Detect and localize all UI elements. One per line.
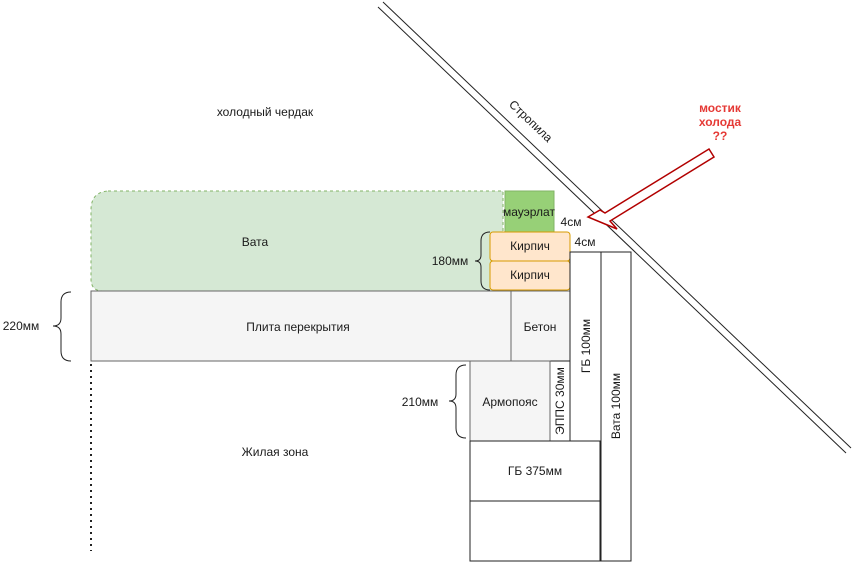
gap-label-upper: 4см (561, 215, 582, 229)
cold-bridge-label-line1: мостик (699, 101, 742, 115)
wool-label: Вата (242, 235, 269, 249)
cold-attic-label: холодный чердак (217, 105, 314, 119)
brace-180 (474, 231, 491, 291)
gas-block-375-upper (469, 440, 601, 502)
gas-block-375-label: ГБ 375мм (508, 464, 562, 478)
dimension-220-label: 220мм (3, 319, 40, 333)
rafter-line (377, 1, 852, 454)
rafter-label: Стропила (506, 97, 555, 145)
epps-30-label: ЭППС 30мм (553, 367, 567, 435)
concrete-label: Бетон (524, 320, 557, 334)
cold-bridge-arrow (586, 147, 716, 230)
brace-220 (52, 291, 72, 362)
dimension-180-label: 180мм (432, 254, 469, 268)
brace-210 (448, 364, 467, 439)
mauerlat-label: мауэрлат (503, 205, 555, 219)
brick-label-upper: Кирпич (510, 239, 550, 253)
floor-slab-label: Плита перекрытия (246, 320, 349, 334)
wool-insulation-block (90, 190, 504, 292)
wool-100-label: Вата 100мм (609, 373, 623, 439)
floor-slab-block (90, 290, 512, 362)
dimension-210-label: 210мм (402, 395, 439, 409)
gap-label-lower: 4см (575, 235, 596, 249)
cold-bridge-label-line2: холода (699, 115, 742, 129)
gas-block-375-lower (469, 500, 601, 562)
brick-label-lower: Кирпич (510, 268, 550, 282)
cold-bridge-label-line3: ?? (713, 129, 728, 143)
armopoyas-block (469, 360, 551, 442)
wool-100-layer (600, 251, 632, 562)
living-zone-label: Жилая зона (242, 445, 309, 459)
armopoyas-label: Армопояс (482, 395, 537, 409)
gas-block-100-label: ГБ 100мм (579, 319, 593, 373)
mauerlat-block (504, 190, 555, 233)
